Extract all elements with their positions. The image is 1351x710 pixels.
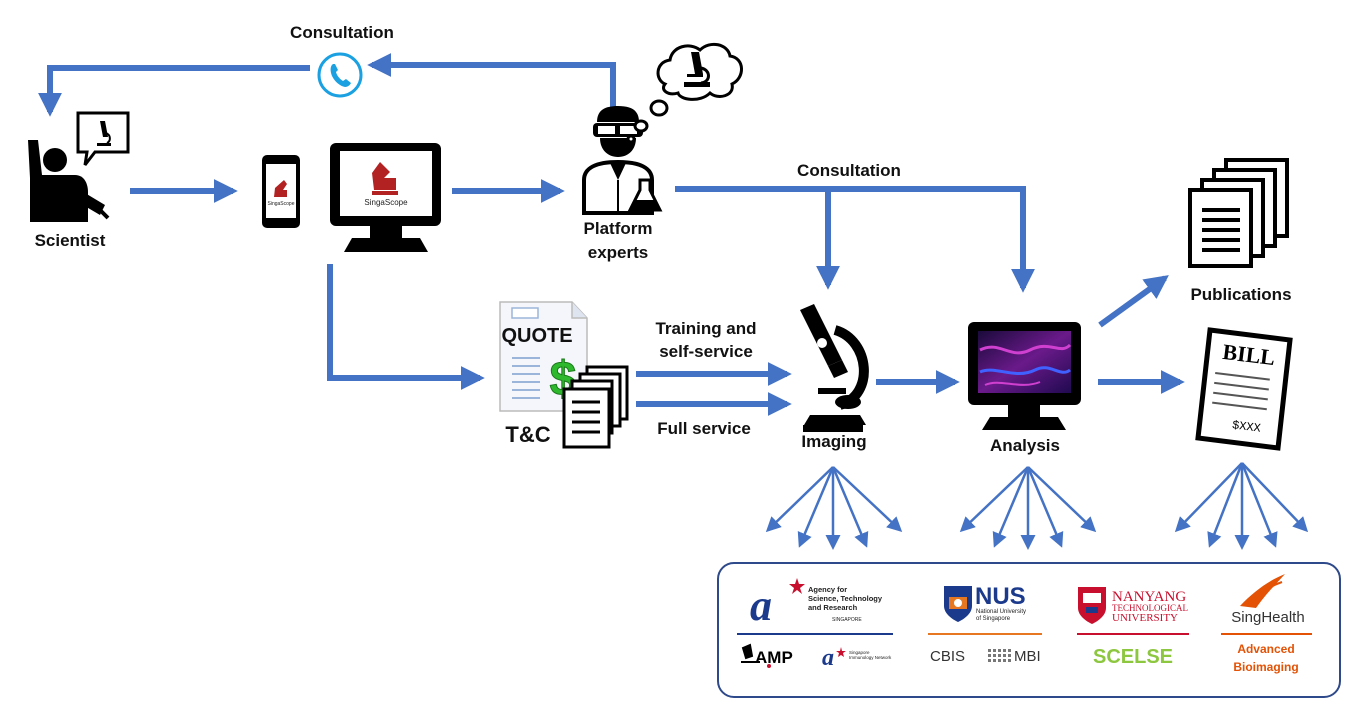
quote-title-text: QUOTE (501, 325, 572, 347)
fan-analysis (959, 466, 1097, 550)
sign-line2: Immunology Network (849, 655, 892, 660)
label-analysis: Analysis (990, 436, 1060, 455)
quote-document-icon: QUOTE $ (499, 301, 588, 412)
flow-arrows (38, 53, 1185, 416)
astar-line1: Agency for (808, 585, 847, 594)
arrow-experts-consultation (675, 186, 1035, 293)
fan-bill (1174, 462, 1309, 550)
singhealth-logo: SingHealth Advanced Bioimaging (1221, 574, 1312, 674)
nus-line2: of Singapore (976, 616, 1011, 622)
nus-line1: National University (976, 609, 1026, 615)
platform-expert-icon (582, 106, 663, 215)
scientist-icon (28, 111, 130, 222)
label-publications: Publications (1190, 285, 1291, 304)
label-training-1: Training and (655, 319, 756, 338)
singhealth-sub1: Advanced (1237, 642, 1294, 656)
cbis-text: CBIS (930, 648, 965, 665)
mbi-grid-icon (988, 649, 1011, 662)
label-platform-experts-1: Platform (584, 219, 653, 238)
desktop-monitor-icon: SingaScope (330, 143, 441, 252)
sign-logo: a Singapore Immunology Network (822, 645, 892, 671)
nus-name: NUS (975, 583, 1026, 610)
bill-icon: BILL $XXX (1195, 327, 1293, 451)
arrow-monitor-to-quote (327, 264, 485, 390)
institutions-box (717, 562, 1341, 698)
microscope-small-icon (97, 121, 111, 146)
singhealth-name: SingHealth (1231, 609, 1304, 626)
tc-documents-icon (562, 365, 629, 449)
ntu-line1: NANYANG (1112, 589, 1186, 605)
scelse-text: SCELSE (1093, 646, 1173, 668)
sign-line1: Singapore (849, 650, 870, 655)
label-training-2: self-service (659, 342, 753, 361)
arrow-experts-to-phone (367, 53, 616, 110)
label-imaging: Imaging (801, 432, 866, 451)
arrow-phone-to-scientist (38, 65, 310, 117)
ntu-line2: TECHNOLOGICAL (1112, 603, 1188, 613)
label-platform-experts-2: experts (588, 243, 648, 262)
phone-call-icon (317, 52, 363, 98)
imaging-microscope-icon (800, 304, 869, 432)
mbi-text: MBI (1014, 648, 1041, 665)
label-consultation-top: Consultation (290, 23, 394, 42)
label-scientist: Scientist (35, 231, 106, 250)
singhealth-sub2: Bioimaging (1233, 660, 1298, 674)
astar-line4: SINGAPORE (832, 617, 862, 623)
phone-brand-text: SingaScope (268, 201, 295, 207)
label-tc: T&C (505, 422, 550, 447)
sign-logo-icon: a (822, 645, 834, 671)
speech-bubble-icon (76, 111, 130, 166)
publications-icon (1188, 158, 1289, 268)
bill-amount-text: $XXX (1231, 418, 1261, 435)
monitor-brand-text: SingaScope (364, 198, 408, 207)
analysis-monitor-icon (968, 322, 1081, 430)
amp-text: AMP (755, 648, 793, 667)
fan-imaging (765, 466, 903, 550)
thought-bubble-icon (626, 42, 743, 144)
ntu-logo: NANYANG TECHNOLOGICAL UNIVERSITY SCELSE (1077, 587, 1189, 668)
amp-logo: AMP (741, 643, 793, 668)
astar-logo-icon: a (750, 581, 772, 630)
astar-line2: Science, Technology (808, 594, 883, 603)
label-full-service: Full service (657, 419, 751, 438)
ntu-line3: UNIVERSITY (1112, 612, 1178, 624)
mobile-phone-icon: SingaScope (262, 155, 300, 228)
microscope-thought-icon (684, 52, 710, 87)
label-consultation-mid: Consultation (797, 161, 901, 180)
arrow-analysis-to-publications (1098, 275, 1169, 328)
astar-logo: a Agency for Science, Technology and Res… (737, 578, 893, 671)
astar-line3: and Research (808, 603, 858, 612)
fan-arrows (765, 462, 1309, 550)
nus-logo: NUS National University of Singapore CBI… (928, 583, 1042, 665)
singascope-logo-icon (372, 162, 398, 195)
